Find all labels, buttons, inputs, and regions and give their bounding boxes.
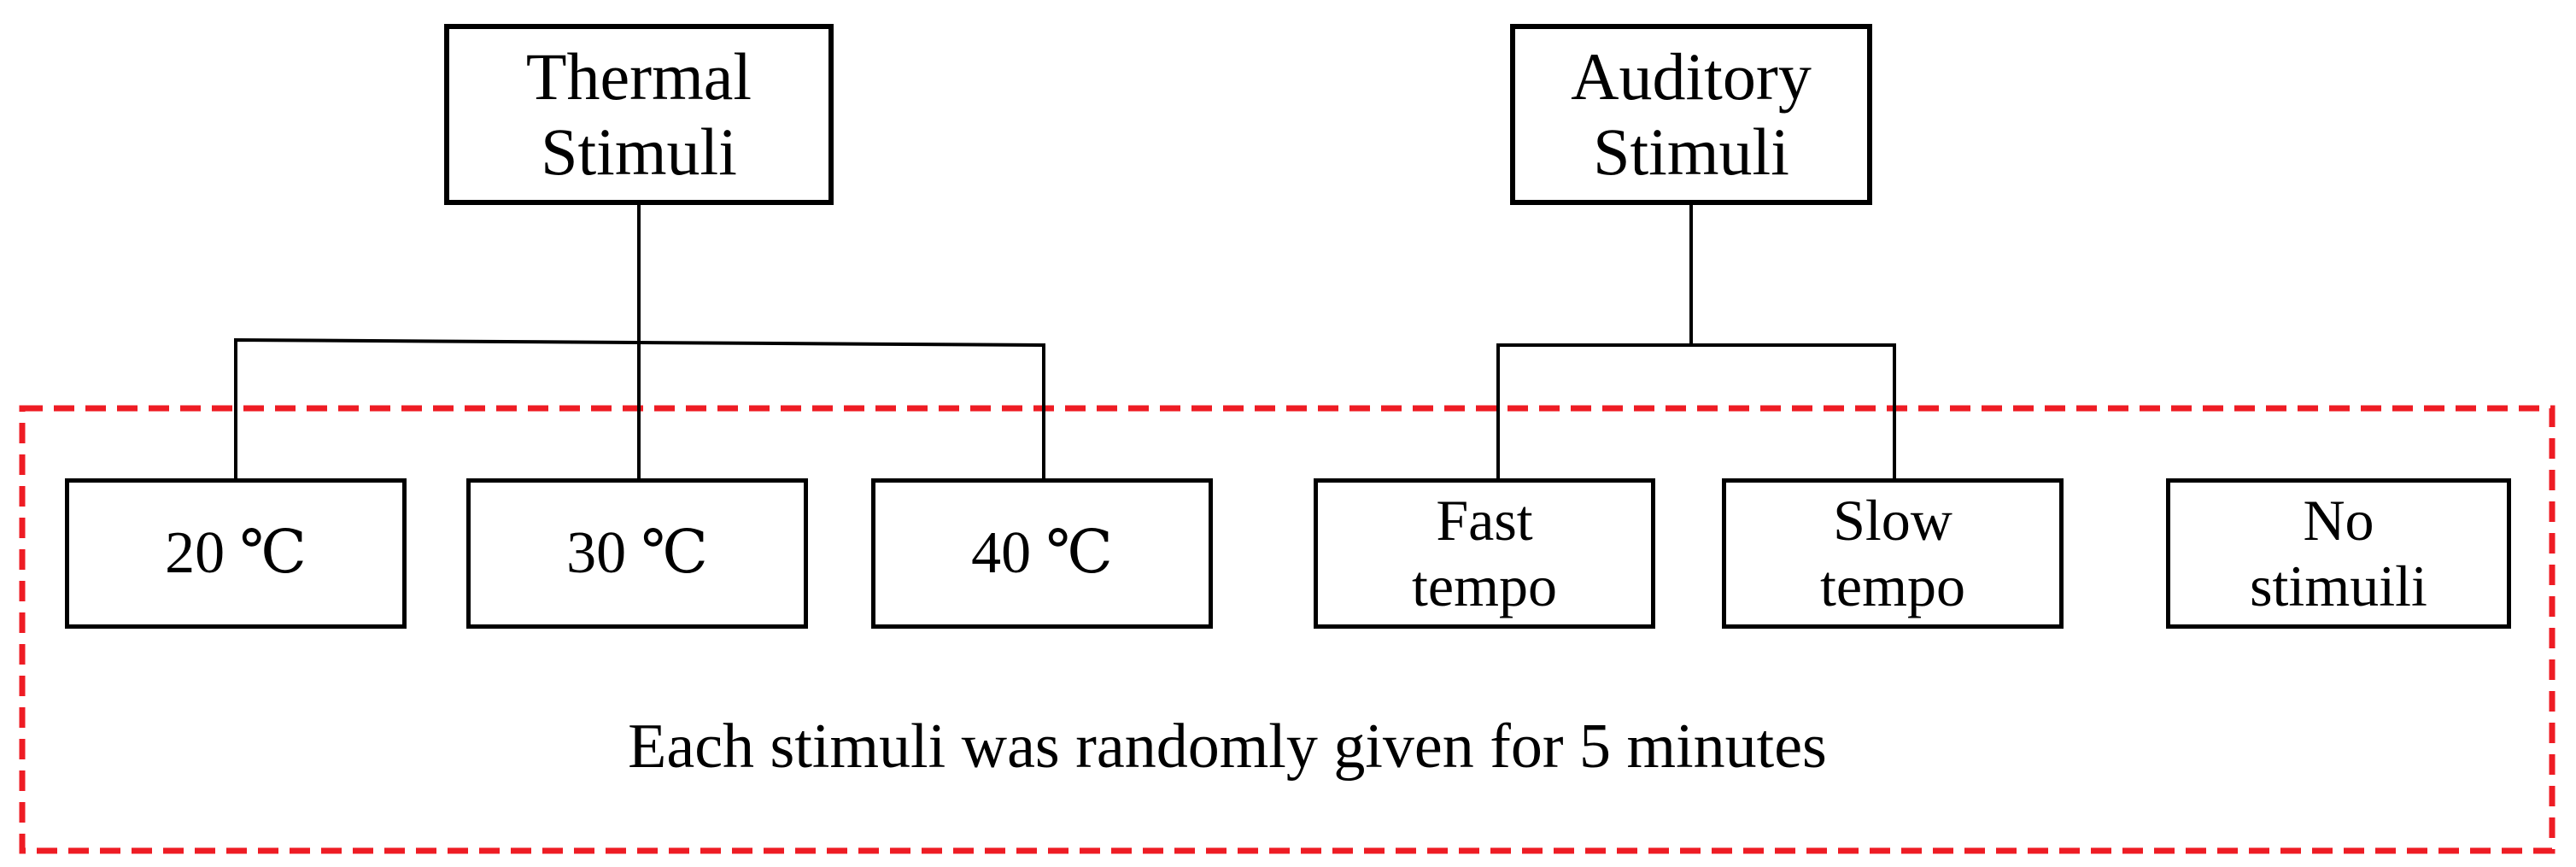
group-caption: Each stimuli was randomly given for 5 mi… xyxy=(628,712,1827,782)
temp-40c-node: 40 ℃ xyxy=(871,478,1213,629)
auditory-stimuli-line1: Auditory xyxy=(1571,38,1812,114)
temp-40c-label: 40 ℃ xyxy=(971,520,1113,587)
temp-30c-node: 30 ℃ xyxy=(466,478,808,629)
slow-tempo-node: Slow tempo xyxy=(1722,478,2064,629)
thermal-bracket-line xyxy=(234,337,1045,478)
dashed-group-box xyxy=(19,405,2556,854)
auditory-stimuli-line2: Stimuli xyxy=(1593,114,1789,189)
fast-tempo-line2: tempo xyxy=(1412,554,1557,618)
thermal-stimuli-line1: Thermal xyxy=(525,38,752,114)
no-stimuli-line2: stimuili xyxy=(2250,554,2427,618)
thermal-stimuli-line2: Stimuli xyxy=(541,114,737,189)
fast-tempo-line1: Fast xyxy=(1436,488,1533,554)
auditory-bracket-line xyxy=(1496,343,1896,478)
slow-tempo-line1: Slow xyxy=(1833,488,1952,554)
fast-tempo-node: Fast tempo xyxy=(1314,478,1655,629)
auditory-stimuli-node: Auditory Stimuli xyxy=(1510,24,1872,205)
no-stimuli-line1: No xyxy=(2303,488,2374,554)
no-stimuli-node: No stimuili xyxy=(2166,478,2511,629)
temp-20c-label: 20 ℃ xyxy=(165,520,307,587)
temp-20c-node: 20 ℃ xyxy=(65,478,407,629)
temp-30c-label: 30 ℃ xyxy=(566,520,708,587)
thermal-stimuli-node: Thermal Stimuli xyxy=(444,24,834,205)
slow-tempo-line2: tempo xyxy=(1820,554,1965,618)
